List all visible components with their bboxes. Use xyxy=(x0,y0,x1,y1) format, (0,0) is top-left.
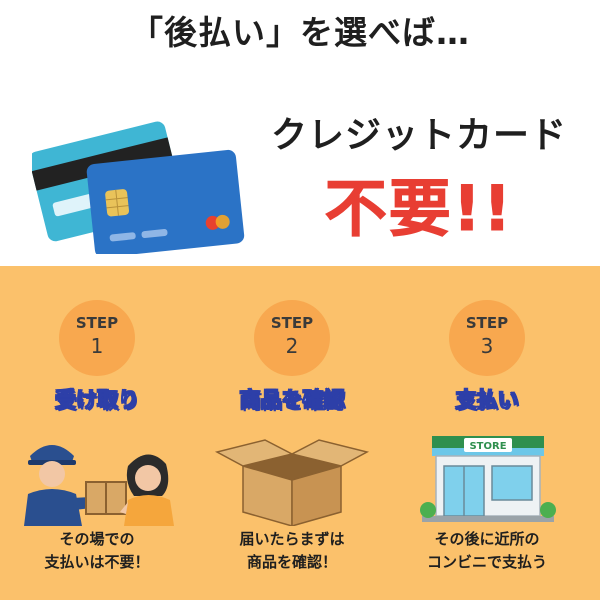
credit-cards-icon xyxy=(32,121,245,254)
step-label: STEP xyxy=(270,314,314,332)
step-badge: STEP 1 xyxy=(59,300,135,376)
step-label: STEP xyxy=(75,314,119,332)
step-badge: STEP 3 xyxy=(449,300,525,376)
step-1: STEP 1 受け取り その場での 支払いは不要！ xyxy=(2,266,192,600)
caption-line: 届いたらまずは xyxy=(239,530,345,548)
step-caption: その後に近所の コンビニで支払う xyxy=(392,528,582,574)
step-caption: その場での 支払いは不要！ xyxy=(2,528,192,574)
store-sign: STORE xyxy=(469,441,506,452)
steps-panel: STEP 1 受け取り その場での 支払いは不要！ STEP xyxy=(0,266,600,600)
caption-line: 商品を確認！ xyxy=(246,553,337,571)
hero-line-2: 不要!! xyxy=(324,172,514,246)
caption-line: その場での xyxy=(59,530,135,548)
hero-line-1: クレジットカード xyxy=(270,115,567,156)
step-title: 支払い xyxy=(455,388,519,413)
step-3: STEP 3 支払い STORE その後に近所の コンビニで支払う xyxy=(392,266,582,600)
step-title: 受け取り xyxy=(55,388,140,413)
store-icon: STORE xyxy=(420,436,556,522)
delivery-icon xyxy=(24,445,174,526)
step-number: 3 xyxy=(480,334,494,358)
open-box-icon xyxy=(214,439,370,526)
step-title: 商品を確認 xyxy=(239,388,345,413)
caption-line: その後に近所の xyxy=(434,530,540,548)
step-badge: STEP 2 xyxy=(254,300,330,376)
step-2: STEP 2 商品を確認 届いたらまずは 商品を確認！ xyxy=(197,266,387,600)
headline: 「後払い」を選べば… xyxy=(130,13,470,52)
step-number: 1 xyxy=(90,334,104,358)
caption-line: コンビニで支払う xyxy=(426,553,547,571)
step-caption: 届いたらまずは 商品を確認！ xyxy=(197,528,387,574)
caption-line: 支払いは不要！ xyxy=(44,553,150,571)
step-number: 2 xyxy=(285,334,299,358)
step-label: STEP xyxy=(465,314,509,332)
